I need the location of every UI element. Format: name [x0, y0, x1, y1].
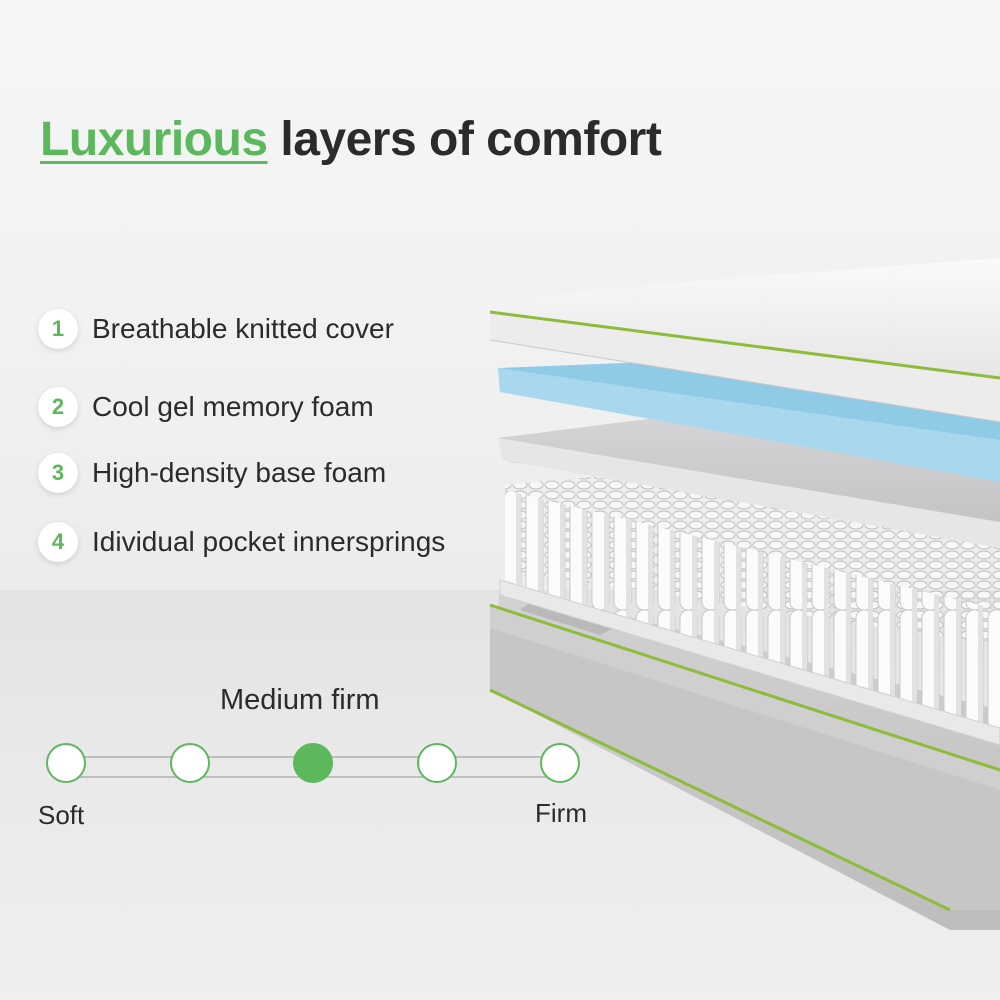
feature-label: Cool gel memory foam: [92, 391, 374, 422]
feature-label: High-density base foam: [92, 457, 387, 488]
firmness-level-dot: [540, 743, 580, 783]
mattress-layers-illustration: [489, 258, 1000, 930]
headline-rest: layers of comfort: [280, 113, 662, 166]
feature-number-badge: 3: [38, 453, 78, 493]
feature-item-innersprings: 4 Idividual pocket innersprings: [38, 519, 445, 565]
feature-number-badge: 1: [38, 309, 78, 349]
feature-number-badge: 2: [38, 387, 78, 427]
firmness-scale: [46, 742, 580, 788]
knitted-cover-layer: [489, 258, 1000, 423]
pocket-springs-layer: [499, 470, 1000, 746]
firmness-level-selected: [293, 743, 333, 783]
firmness-label: Medium firm: [220, 684, 380, 716]
base-foam-layer: [498, 418, 1000, 548]
headline-accent: Luxurious: [40, 113, 268, 166]
firmness-level-dot: [170, 743, 210, 783]
firmness-level-dot: [46, 743, 86, 783]
feature-item-gel-foam: 2 Cool gel memory foam: [38, 384, 374, 430]
firmness-min-label: Soft: [38, 800, 85, 830]
feature-item-base-foam: 3 High-density base foam: [38, 450, 386, 496]
firmness-level-dot: [417, 743, 457, 783]
firmness-max-label: Firm: [535, 798, 587, 828]
feature-label: Breathable knitted cover: [92, 313, 394, 344]
headline: Luxurious layers of comfort: [40, 112, 662, 167]
feature-item-cover: 1 Breathable knitted cover: [38, 306, 394, 352]
feature-number-badge: 4: [38, 522, 78, 562]
feature-label: Idividual pocket innersprings: [92, 526, 446, 557]
